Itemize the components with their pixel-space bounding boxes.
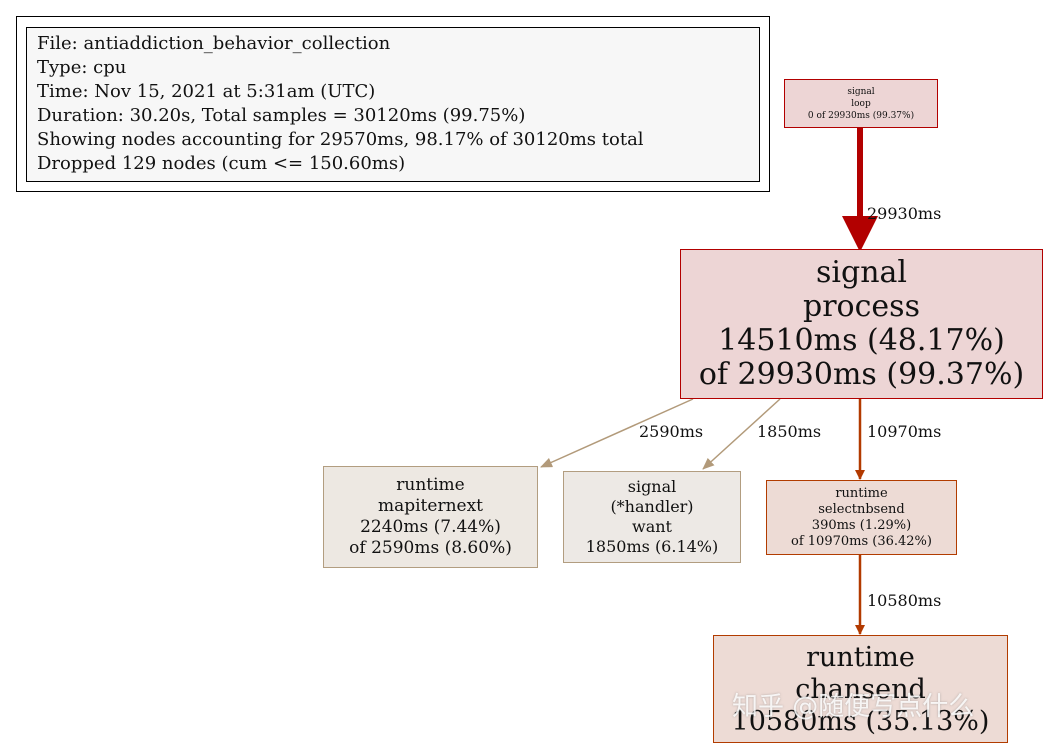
node-signal-loop[interactable]: signal loop 0 of 29930ms (99.37%) (784, 79, 938, 128)
node-signal-process-func: process (803, 289, 920, 324)
node-selectnbsend-pkg: runtime (835, 485, 888, 501)
node-chansend-flat: 10580ms (35.13%) (731, 706, 990, 737)
legend-frame (16, 16, 770, 192)
node-selectnbsend-cum: of 10970ms (36.42%) (791, 533, 932, 549)
node-chansend-pkg: runtime (806, 642, 915, 673)
node-signal-process-flat: 14510ms (48.17%) (718, 323, 1005, 358)
watermark-text: 知乎 @随便写点什么 (732, 692, 975, 722)
edge-label-selectnbsend-chansend: 10580ms (867, 591, 942, 610)
node-signal-loop-pkg: signal (847, 86, 875, 97)
legend-file: File: antiaddiction_behavior_collection (37, 33, 391, 54)
legend-dropped: Dropped 129 nodes (cum <= 150.60ms) (37, 153, 406, 174)
node-want-pkg: signal (627, 477, 677, 496)
legend-duration: Duration: 30.20s, Total samples = 30120m… (37, 105, 526, 126)
node-mapiternext-func: mapiternext (377, 496, 484, 516)
node-signal-loop-func: loop (851, 98, 871, 109)
node-mapiternext-cum: of 2590ms (8.60%) (349, 538, 512, 558)
node-mapiternext-flat: 2240ms (7.44%) (360, 517, 501, 537)
node-mapiternext-pkg: runtime (396, 475, 465, 495)
node-runtime-mapiternext[interactable]: runtime mapiternext 2240ms (7.44%) of 25… (323, 466, 538, 568)
edge-label-process-selectnbsend: 10970ms (867, 422, 942, 441)
node-runtime-chansend[interactable]: runtime chansend 10580ms (35.13%) (713, 635, 1008, 743)
node-want-recv: (*handler) (610, 497, 694, 516)
legend-type: Type: cpu (37, 57, 127, 78)
node-signal-process-cum: of 29930ms (99.37%) (698, 357, 1025, 392)
node-runtime-selectnbsend[interactable]: runtime selectnbsend 390ms (1.29%) of 10… (766, 480, 957, 555)
legend-showing: Showing nodes accounting for 29570ms, 98… (37, 129, 644, 150)
node-selectnbsend-func: selectnbsend (818, 501, 905, 517)
edge-process-want (702, 398, 781, 470)
legend-box: File: antiaddiction_behavior_collection … (26, 27, 760, 182)
node-chansend-func: chansend (795, 674, 926, 705)
edge-label-loop-process: 29930ms (867, 204, 942, 223)
node-signal-process[interactable]: signal process 14510ms (48.17%) of 29930… (680, 249, 1043, 399)
node-want-flat: 1850ms (6.14%) (585, 537, 719, 556)
node-selectnbsend-flat: 390ms (1.29%) (811, 517, 912, 533)
edge-label-process-want: 1850ms (757, 422, 822, 441)
edge-process-mapiternext (540, 398, 694, 468)
edge-label-process-mapiternext: 2590ms (639, 422, 704, 441)
node-signal-loop-stats: 0 of 29930ms (99.37%) (807, 110, 915, 121)
node-signal-handler-want[interactable]: signal (*handler) want 1850ms (6.14%) (563, 471, 741, 563)
legend-time: Time: Nov 15, 2021 at 5:31am (UTC) (37, 81, 376, 102)
node-signal-process-pkg: signal (816, 255, 907, 290)
node-want-func: want (632, 517, 672, 536)
